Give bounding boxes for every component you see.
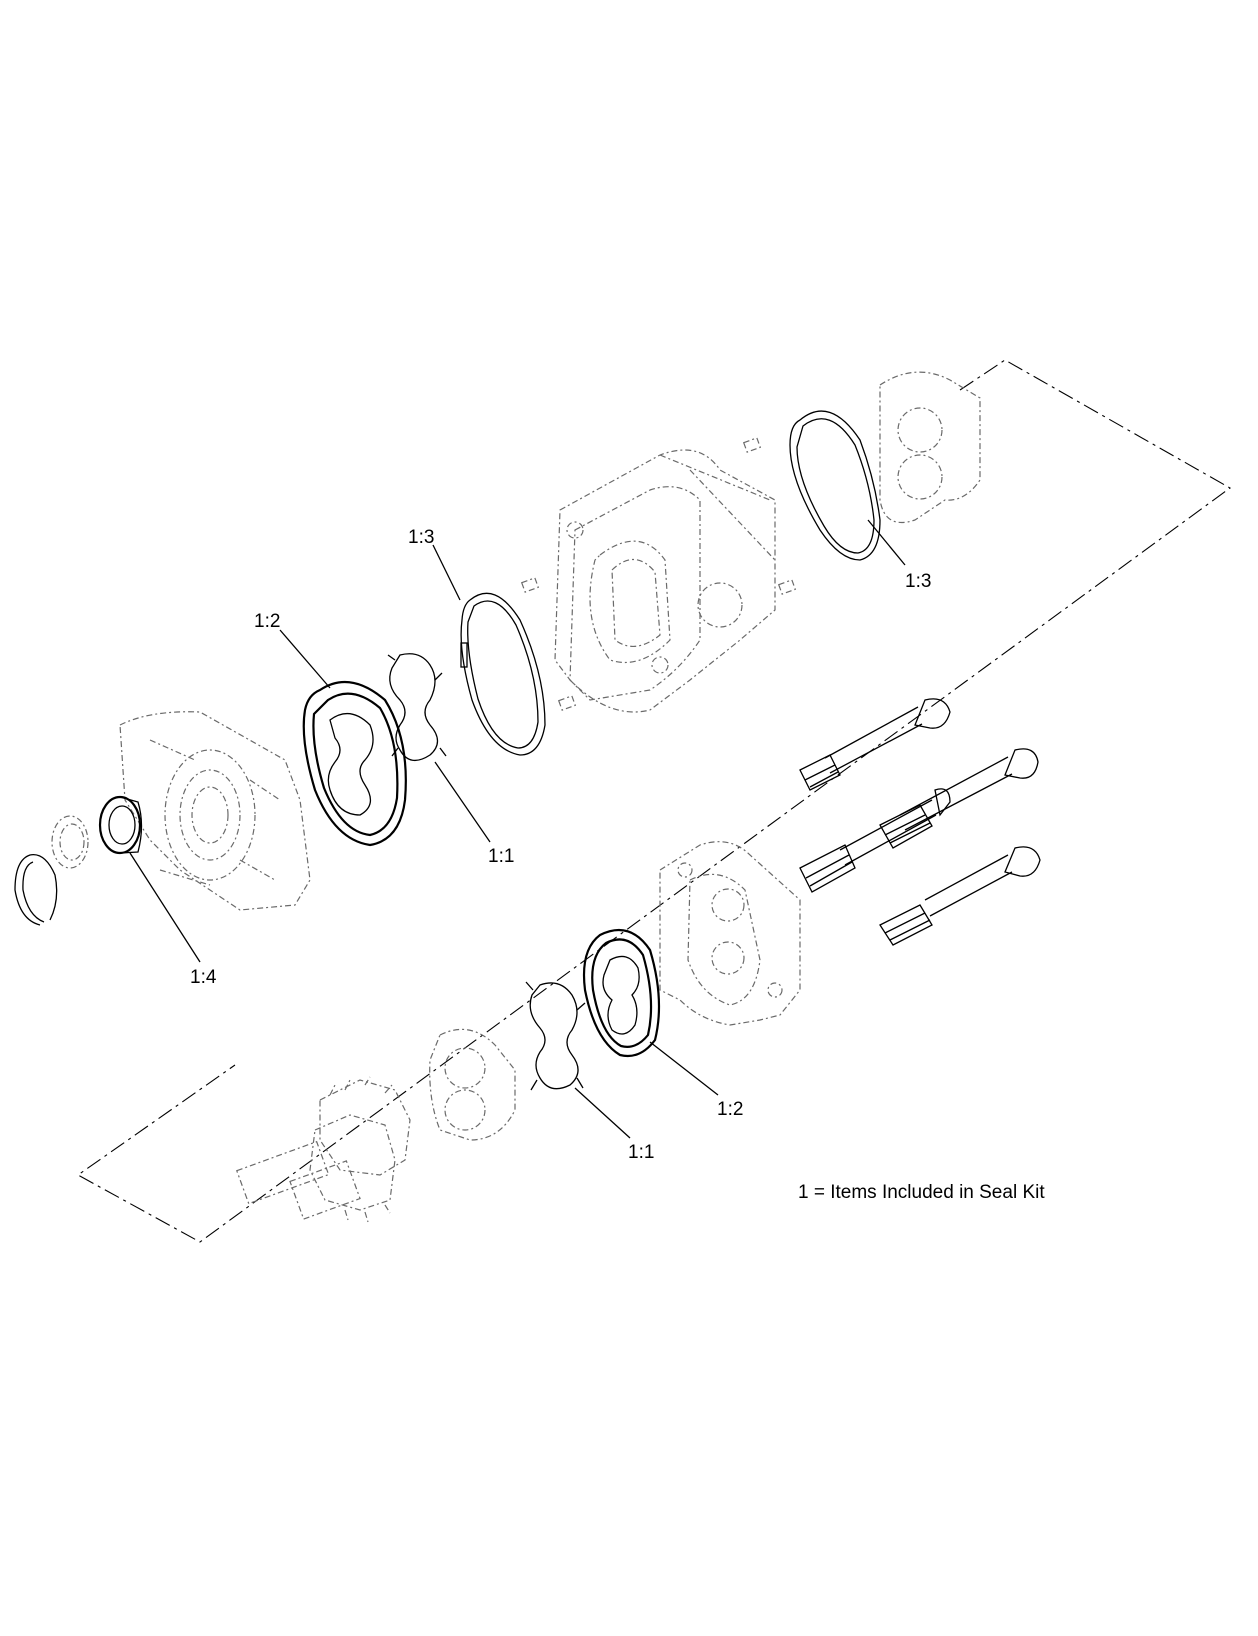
leader-13-top xyxy=(432,544,461,601)
leader-14 xyxy=(129,852,201,963)
callout-1-1-upper: 1:1 xyxy=(488,846,514,867)
callout-1-3-top: 1:3 xyxy=(408,527,434,548)
leader-12-upper xyxy=(279,629,331,689)
bolt-4 xyxy=(799,788,951,893)
wear-plate-lower xyxy=(429,1028,516,1141)
snap-ring xyxy=(14,854,58,926)
leader-12-lower xyxy=(649,1041,719,1096)
wear-plate-top-right xyxy=(879,371,981,524)
assembly-centerline xyxy=(76,359,1232,1243)
rear-cover xyxy=(659,841,801,1026)
bolt-3 xyxy=(879,846,1041,946)
callout-1-2-lower: 1:2 xyxy=(717,1099,743,1120)
seal-kit-legend: 1 = Items Included in Seal Kit xyxy=(798,1182,1045,1203)
leader-11-lower xyxy=(574,1087,631,1139)
seal-retainer-lower-tabs xyxy=(525,981,586,1091)
shaft-seal xyxy=(98,795,143,855)
gasket-lower xyxy=(582,928,661,1058)
o-ring-right xyxy=(789,410,881,561)
bolt-2 xyxy=(879,748,1039,849)
seal-retainer-lower xyxy=(529,982,579,1090)
gasket-upper xyxy=(302,680,407,847)
o-ring-upper xyxy=(460,592,546,756)
callout-1-1-lower: 1:1 xyxy=(628,1142,654,1163)
callout-1-2-upper: 1:2 xyxy=(254,611,280,632)
dowel-pins xyxy=(520,437,797,711)
leader-13-right xyxy=(867,519,906,566)
gear-housing xyxy=(554,449,776,713)
washer xyxy=(51,815,89,869)
gear-set xyxy=(236,1076,411,1223)
callout-1-3-right: 1:3 xyxy=(905,571,931,592)
seal-retainer-upper xyxy=(389,653,439,762)
front-flange xyxy=(119,711,311,911)
bolt-1 xyxy=(799,698,951,791)
callout-1-4: 1:4 xyxy=(190,967,217,988)
leader-11-upper xyxy=(434,761,491,843)
